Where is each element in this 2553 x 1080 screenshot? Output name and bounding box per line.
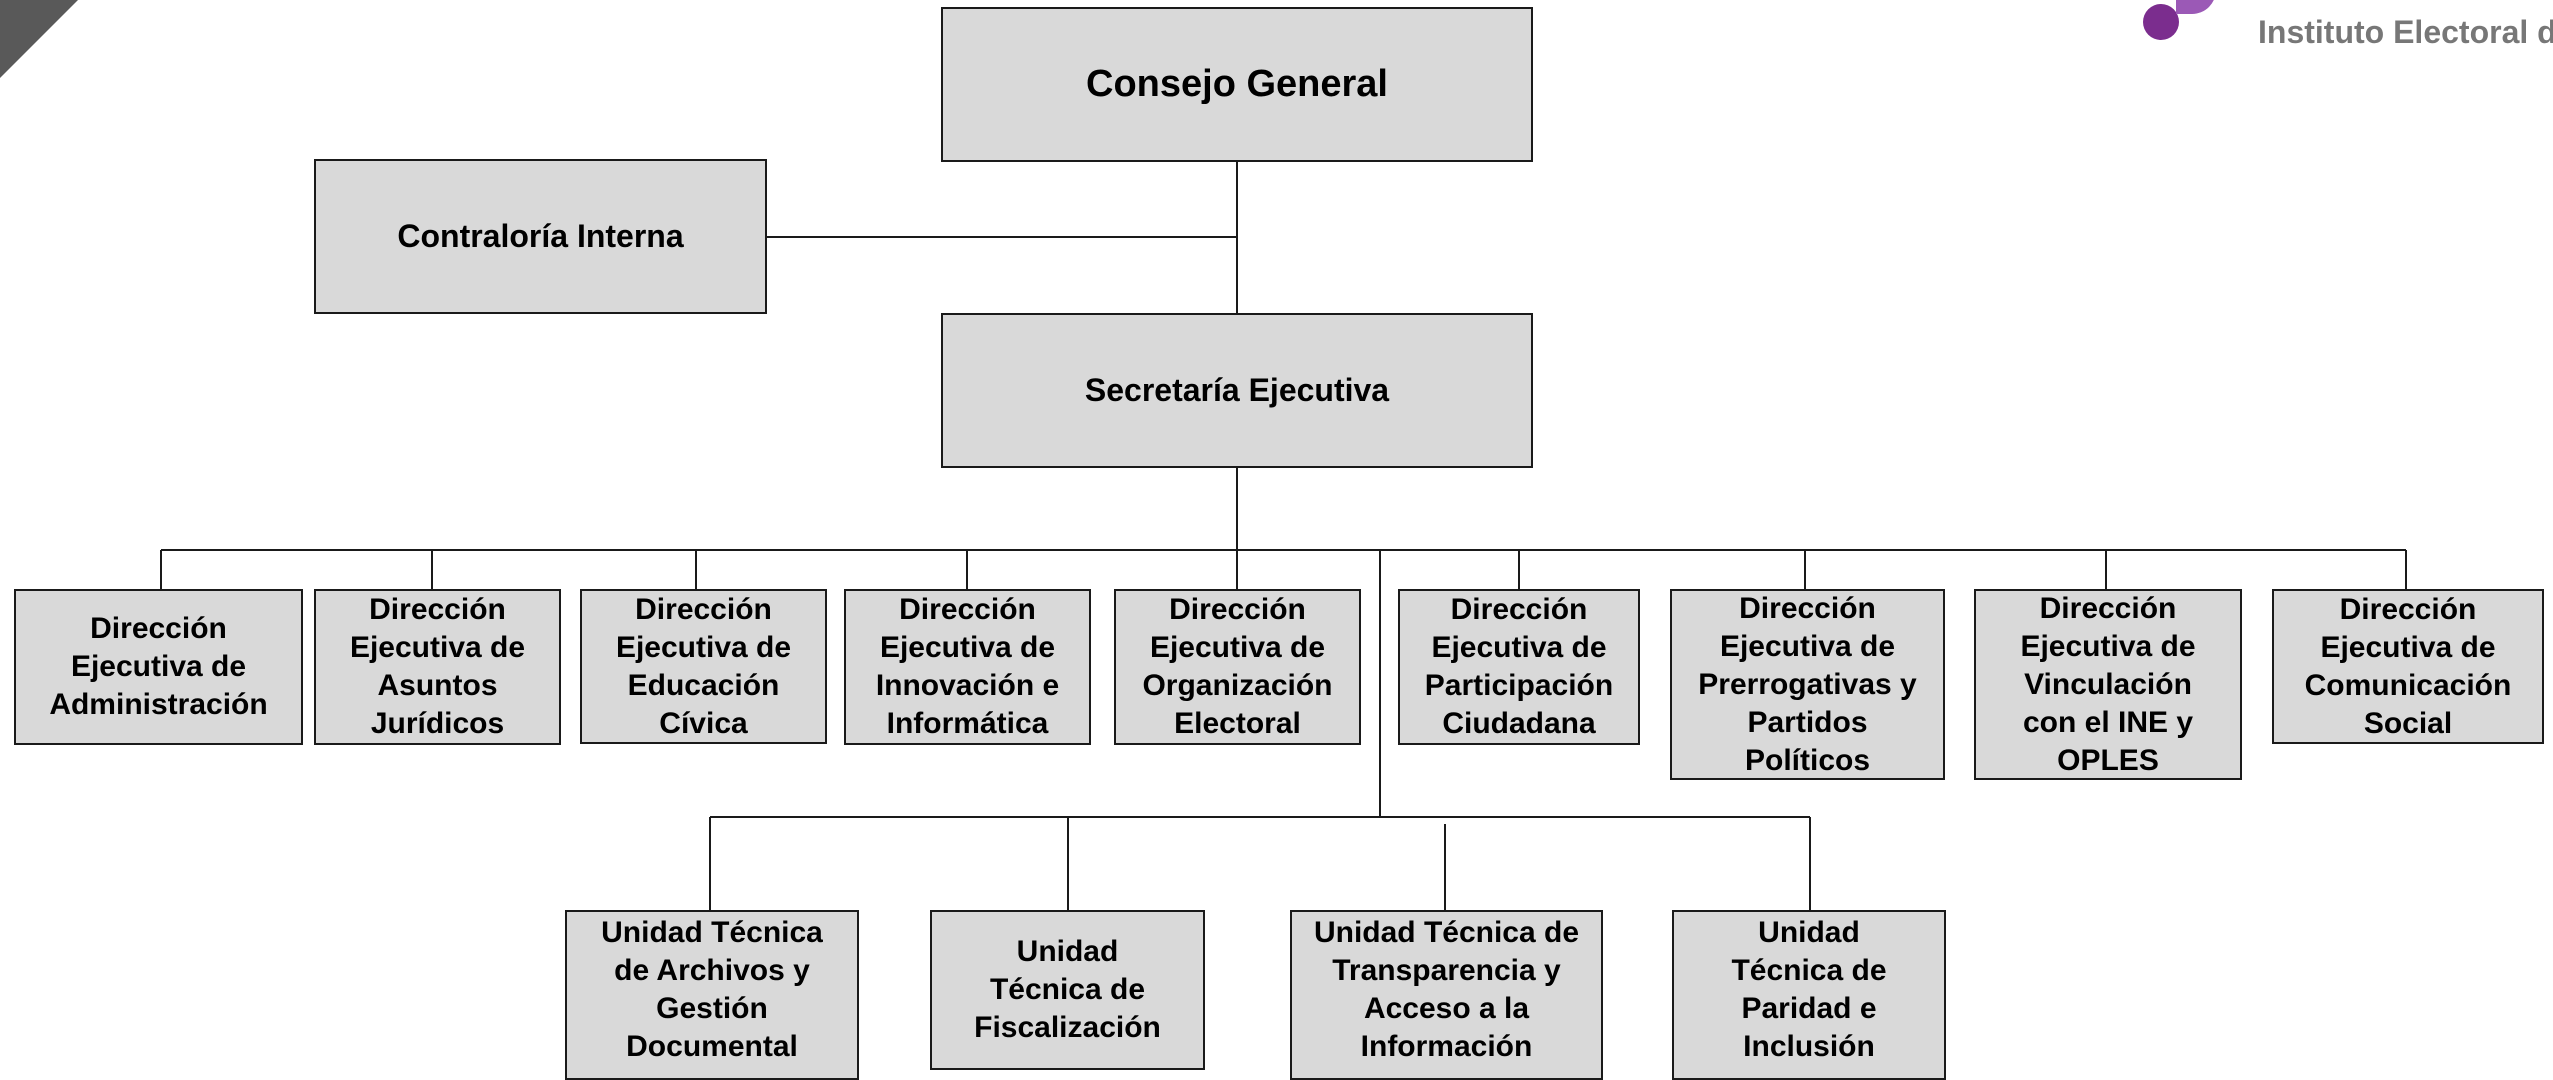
box-dir-vinculacion: Dirección Ejecutiva de Vinculación con e… [1974,589,2242,780]
label-dir-organizacion-electoral: Dirección Ejecutiva de Organización Elec… [1142,593,1333,740]
label-consejo-general: Consejo General [1086,62,1388,105]
box-dir-educacion-civica: Dirección Ejecutiva de Educación Cívica [580,589,827,744]
box-ut-fiscalizacion: Unidad Técnica de Fiscalización [930,910,1205,1070]
label-contraloria-interna: Contraloría Interna [397,218,684,255]
box-ut-paridad: Unidad Técnica de Paridad e Inclusión [1672,910,1946,1080]
box-secretaria-ejecutiva: Secretaría Ejecutiva [941,313,1533,468]
box-consejo-general: Consejo General [941,7,1533,162]
label-dir-comunicacion-social: Dirección Ejecutiva de Comunicación Soci… [2304,592,2512,740]
label-secretaria-ejecutiva: Secretaría Ejecutiva [1084,372,1390,409]
box-dir-prerrogativas: Dirección Ejecutiva de Prerrogativas y P… [1670,589,1945,780]
box-dir-organizacion-electoral: Dirección Ejecutiva de Organización Elec… [1114,589,1361,745]
box-contraloria-interna: Contraloría Interna [314,159,767,314]
box-dir-administracion: Dirección Ejecutiva de Administración [14,589,303,745]
box-dir-comunicacion-social: Dirección Ejecutiva de Comunicación Soci… [2272,589,2544,744]
box-ut-archivos: Unidad Técnica de Archivos y Gestión Doc… [565,910,859,1080]
label-ut-paridad: Unidad Técnica de Paridad e Inclusión [1731,916,1887,1063]
label-dir-asuntos-juridicos: Dirección Ejecutiva de Asuntos Jurídicos [349,593,526,740]
label-dir-vinculacion: Dirección Ejecutiva de Vinculación con e… [2020,591,2196,777]
label-dir-innovacion-informatica: Dirección Ejecutiva de Innovación e Info… [875,593,1060,740]
box-dir-asuntos-juridicos: Dirección Ejecutiva de Asuntos Jurídicos [314,589,561,745]
label-dir-administracion: Dirección Ejecutiva de Administración [49,612,268,721]
label-dir-prerrogativas: Dirección Ejecutiva de Prerrogativas y P… [1698,591,1917,777]
box-dir-innovacion-informatica: Dirección Ejecutiva de Innovación e Info… [844,589,1091,745]
label-ut-archivos: Unidad Técnica de Archivos y Gestión Doc… [601,916,823,1063]
box-dir-participacion-ciudadana: Dirección Ejecutiva de Participación Ciu… [1398,589,1640,745]
institution-name: Instituto Electoral de [2258,14,2553,50]
box-ut-transparencia: Unidad Técnica de Transparencia y Acceso… [1290,910,1603,1080]
logo-dot-mark [2143,4,2179,40]
label-ut-transparencia: Unidad Técnica de Transparencia y Acceso… [1313,916,1580,1063]
label-dir-participacion-ciudadana: Dirección Ejecutiva de Participación Ciu… [1424,593,1614,740]
label-dir-educacion-civica: Dirección Ejecutiva de Educación Cívica [615,592,792,740]
label-ut-fiscalizacion: Unidad Técnica de Fiscalización [974,935,1161,1044]
